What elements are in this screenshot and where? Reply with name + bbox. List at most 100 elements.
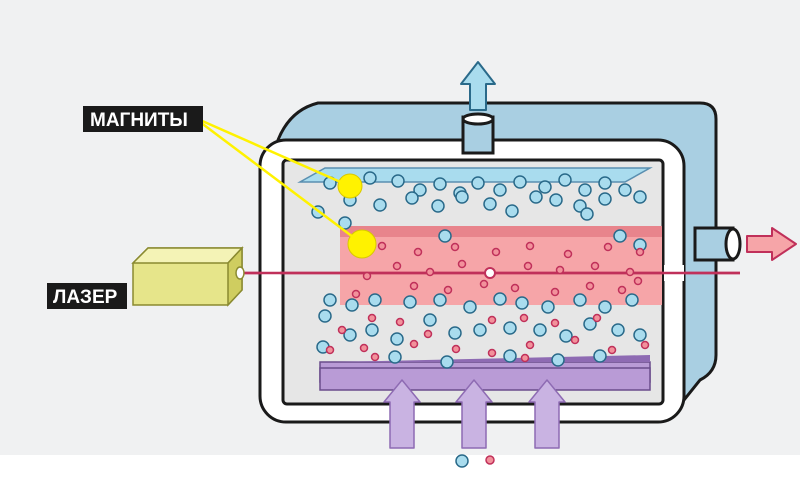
- red-particle-dot: [337, 325, 347, 335]
- red-particle-dot: [640, 340, 650, 350]
- blue-particle-dot: [323, 293, 337, 307]
- red-particle-dot: [585, 281, 595, 291]
- red-particle-dot: [617, 285, 627, 295]
- red-particle-dot: [457, 259, 467, 269]
- blue-particle-dot: [503, 321, 517, 335]
- red-particle: [485, 455, 495, 465]
- red-particle-dot: [450, 242, 460, 252]
- blue-particle-dot: [613, 229, 627, 243]
- red-particle-dot: [603, 242, 613, 252]
- laser-label-text: ЛАЗЕР: [53, 287, 118, 308]
- blue-particle-dot: [633, 190, 647, 204]
- red-particle-dot: [523, 261, 533, 271]
- right-outlet-pipe: [693, 226, 742, 262]
- blue-particle-dot: [538, 180, 552, 194]
- red-particle-dot: [413, 247, 423, 257]
- red-particle-dot: [325, 345, 335, 355]
- blue-particle-dot: [633, 328, 647, 342]
- blue-particle-dot: [598, 192, 612, 206]
- blue-particle-dot: [493, 183, 507, 197]
- blue-particle-dot: [598, 176, 612, 190]
- red-particle-dot: [519, 313, 529, 323]
- blue-particle-dot: [448, 326, 462, 340]
- blue-particle-dot: [625, 293, 639, 307]
- blue-particle-dot: [503, 349, 517, 363]
- red-particle-dot: [491, 247, 501, 257]
- blue-particle-dot: [373, 198, 387, 212]
- blue-particle-dot: [440, 355, 454, 369]
- red-particle-dot: [525, 241, 535, 251]
- red-particle-dot: [479, 279, 489, 289]
- blue-particle-dot: [405, 191, 419, 205]
- red-particle-dot: [555, 265, 565, 275]
- blue-particle-dot: [598, 300, 612, 314]
- blue-particle-dot: [423, 313, 437, 327]
- blue-particle-dot: [390, 332, 404, 346]
- blue-particle-dot: [368, 293, 382, 307]
- blue-particle-dot: [345, 298, 359, 312]
- red-particle-dot: [590, 261, 600, 271]
- laser-label: ЛАЗЕР: [47, 283, 127, 309]
- blue-particle-dot: [578, 183, 592, 197]
- top-outlet-pipe: [461, 112, 495, 155]
- magnet-top: [337, 173, 363, 199]
- blue-particle-dot: [551, 353, 565, 367]
- right-outlet-arrow: [746, 227, 797, 261]
- inlet-arrows: [383, 379, 566, 449]
- blue-particle-dot: [391, 174, 405, 188]
- red-particle-dot: [592, 313, 602, 323]
- blue-particle-dot: [318, 309, 332, 323]
- blue-particle-dot: [611, 323, 625, 337]
- red-particle-dot: [392, 261, 402, 271]
- blue-particle-dot: [593, 349, 607, 363]
- red-particle-dot: [443, 285, 453, 295]
- blue-particle-dot: [618, 183, 632, 197]
- laser-source: [131, 246, 245, 307]
- blue-particle-dot: [483, 197, 497, 211]
- blue-particle-dot: [365, 323, 379, 337]
- blue-particle: [455, 454, 469, 468]
- top-outlet-arrow: [460, 61, 496, 111]
- red-particle-dot: [525, 340, 535, 350]
- magnets-label-text: МАГНИТЫ: [90, 110, 188, 131]
- blue-particle-dot: [433, 177, 447, 191]
- red-particle-dot: [607, 345, 617, 355]
- magnets-label: МАГНИТЫ: [83, 106, 203, 132]
- blue-particle-dot: [363, 171, 377, 185]
- red-particle-dot: [409, 339, 419, 349]
- red-particle-dot: [633, 276, 643, 286]
- red-particle-dot: [351, 289, 361, 299]
- blue-particle-dot: [413, 183, 427, 197]
- blue-particle-dot: [529, 190, 543, 204]
- blue-particle-dot: [438, 229, 452, 243]
- red-particle-dot: [510, 283, 520, 293]
- red-particle-dot: [423, 329, 433, 339]
- blue-particle-dot: [558, 173, 572, 187]
- ionization-point: [484, 267, 496, 279]
- red-particle-dot: [395, 317, 405, 327]
- blue-particle-dot: [533, 323, 547, 337]
- red-particle-dot: [520, 353, 530, 363]
- red-particle-dot: [487, 348, 497, 358]
- blue-particle-dot: [583, 317, 597, 331]
- blue-particle-dot: [433, 293, 447, 307]
- magnet-bottom: [347, 229, 377, 259]
- blue-particle-dot: [505, 204, 519, 218]
- red-particle-dot: [451, 344, 461, 354]
- red-particle-dot: [367, 313, 377, 323]
- red-particle-dot: [362, 271, 372, 281]
- red-particle-dot: [563, 249, 573, 259]
- red-particle-dot: [487, 315, 497, 325]
- red-particle-dot: [625, 267, 635, 277]
- red-particle-dot: [370, 352, 380, 362]
- red-particle-dot: [359, 343, 369, 353]
- blue-particle-dot: [580, 207, 594, 221]
- blue-particle-dot: [338, 216, 352, 230]
- blue-particle-dot: [513, 175, 527, 189]
- blue-particle-dot: [559, 329, 573, 343]
- blue-particle-dot: [388, 350, 402, 364]
- blue-particle-dot: [343, 328, 357, 342]
- blue-particle-dot: [515, 296, 529, 310]
